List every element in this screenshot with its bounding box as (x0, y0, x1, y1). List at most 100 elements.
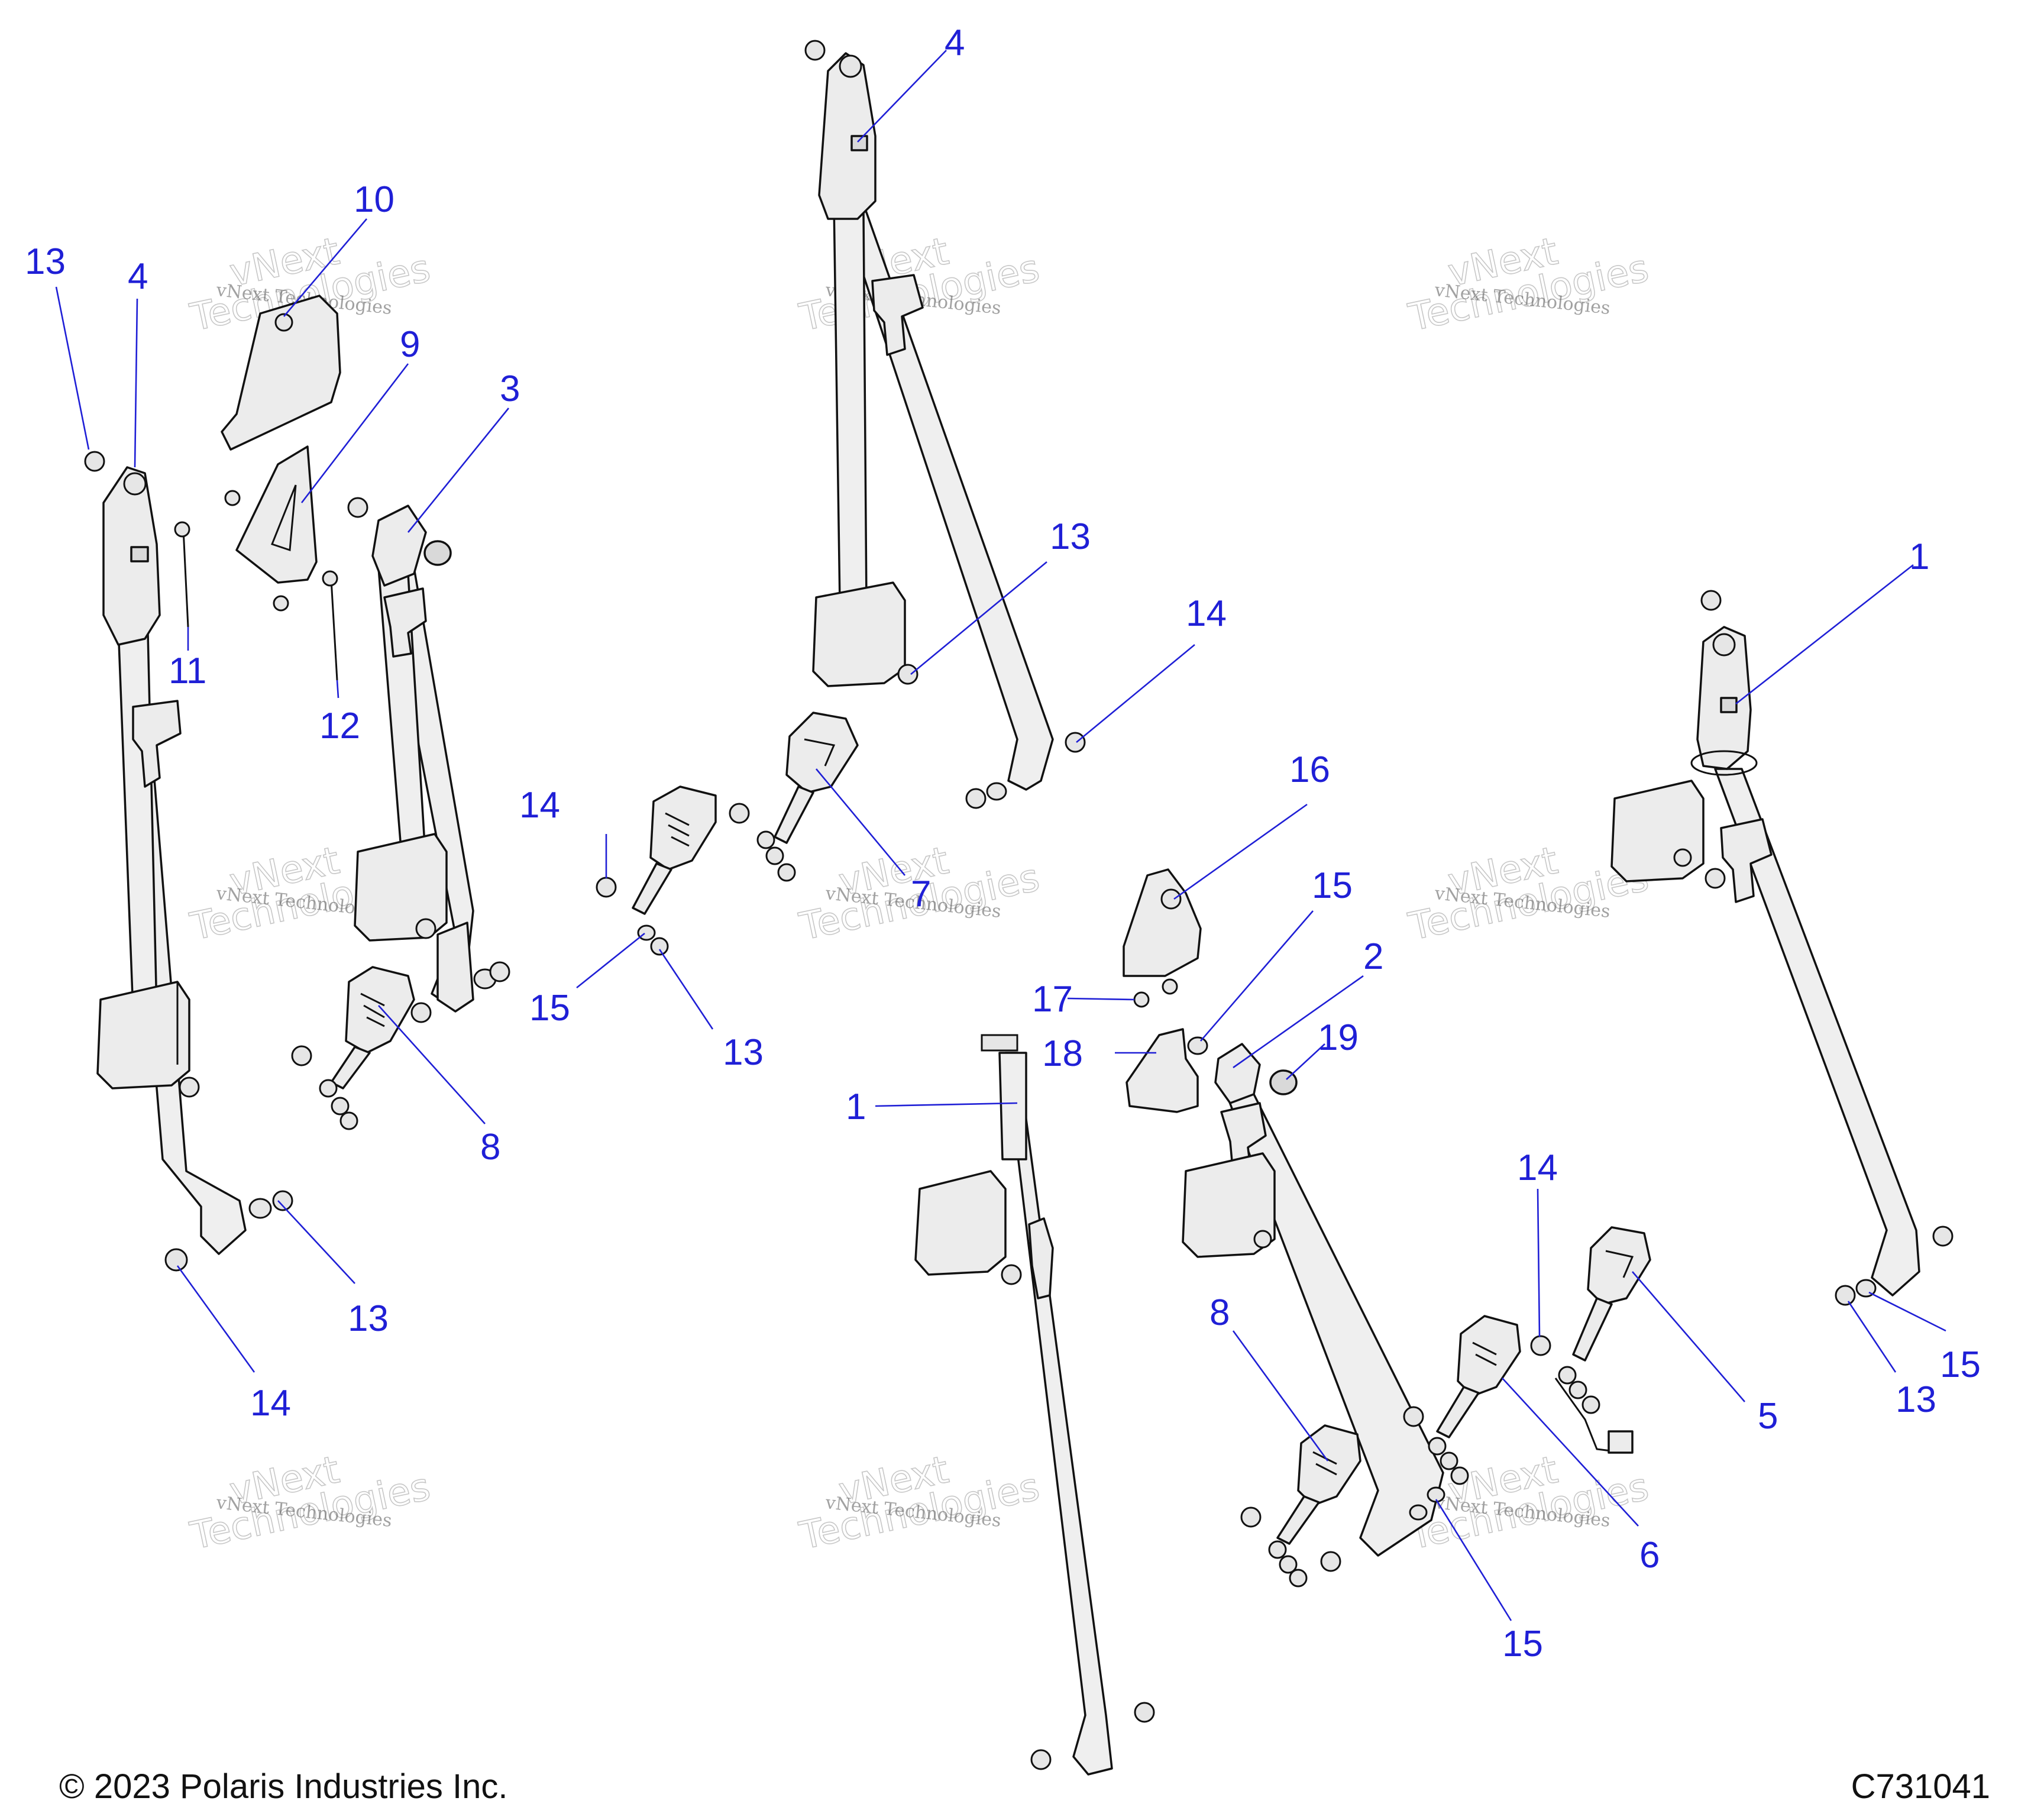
leader-14-top (1076, 644, 1195, 743)
buckle-8-right-stalk (1276, 1495, 1320, 1545)
nut-13 (84, 451, 105, 472)
belt-1-latch (1028, 1217, 1054, 1299)
callout-15: 15 (1940, 1344, 1981, 1385)
callout-5: 5 (1758, 1396, 1778, 1437)
callout-14: 14 (519, 785, 560, 826)
belt-2-assembly (1182, 1043, 1445, 1572)
nut (1001, 1264, 1022, 1285)
screw-12 (330, 579, 338, 681)
nut (777, 863, 796, 882)
washer (765, 846, 784, 865)
bolt (291, 1045, 312, 1066)
center-bracket-assembly (1123, 868, 1208, 1113)
watermark: Technologies vNext (795, 229, 1043, 340)
copyright-text: © 2023 Polaris Industries Inc. (59, 1767, 507, 1806)
cover-16 (1123, 868, 1202, 977)
buckle-5-body (1587, 1226, 1651, 1305)
screw (1162, 978, 1178, 995)
callout-13: 13 (723, 1032, 764, 1073)
buckle-7-stalk (774, 785, 814, 844)
callout-2: 2 (1363, 936, 1383, 977)
leader-14-lower (176, 1265, 256, 1373)
leader-7 (816, 768, 905, 876)
callout-3: 3 (500, 368, 520, 409)
bracket-slot (271, 484, 297, 552)
nut (965, 788, 987, 809)
buckle-ribs (360, 992, 385, 1027)
anchor-bolt (1712, 633, 1736, 657)
leader-19 (1286, 1043, 1325, 1080)
lower-right-buckles (1240, 1226, 1651, 1588)
bolt-14 (1065, 732, 1086, 753)
callout-7: 7 (911, 874, 931, 914)
leader-12 (336, 680, 339, 699)
callout-13: 13 (1896, 1379, 1936, 1420)
callout-15: 15 (1312, 865, 1353, 906)
washer-15 (1409, 1504, 1428, 1521)
belt-2-anchor (1214, 1043, 1261, 1104)
belt-1-right (1610, 590, 1954, 1306)
belt-assembly-3 (347, 497, 510, 1023)
nut (1289, 1569, 1308, 1588)
belt-1-right-webbing (1714, 768, 1920, 1297)
washer (331, 1097, 350, 1116)
callout-14: 14 (1517, 1147, 1558, 1188)
bolt (1320, 1551, 1341, 1572)
belt-1-center (914, 1034, 1155, 1776)
washer (1279, 1555, 1298, 1574)
screw-11-head (174, 521, 190, 538)
bolt (410, 1002, 432, 1023)
bolt (1403, 1406, 1424, 1427)
washer-15 (1187, 1036, 1208, 1055)
washer (1440, 1451, 1458, 1470)
washer (319, 1079, 338, 1098)
cover-hole (1160, 888, 1182, 910)
bolt (981, 1034, 1018, 1052)
left-belt-latch (132, 700, 182, 788)
leader-2 (1233, 975, 1364, 1069)
belt-1-retractor (914, 1170, 1007, 1276)
leader-9 (300, 363, 409, 503)
left-belt-retractor-webbing (117, 626, 158, 1013)
washer (986, 782, 1007, 801)
bracket-cover-hole (274, 313, 293, 332)
callout-15: 15 (1502, 1624, 1543, 1664)
bolt (1030, 1749, 1052, 1770)
callout-15: 15 (529, 988, 570, 1029)
screw-12-head (322, 570, 338, 587)
bolt (1240, 1506, 1262, 1528)
belt-3-anchor (371, 505, 427, 587)
center-buckle-group (596, 712, 859, 956)
callout-18: 18 (1042, 1033, 1083, 1074)
callout-6: 6 (1639, 1535, 1660, 1576)
nut (339, 1111, 358, 1130)
leader-10 (283, 218, 367, 317)
buckle-ribs (1472, 1341, 1497, 1366)
callout-17: 17 (1032, 979, 1073, 1020)
buckle-5-stalk (1572, 1297, 1613, 1362)
callout-16: 16 (1289, 749, 1330, 790)
buckle-8-left (291, 966, 415, 1130)
buckle-7-body (785, 712, 859, 794)
leader-15-center (576, 932, 645, 989)
washer-15 (1855, 1279, 1877, 1298)
leader-1-right (1735, 564, 1914, 705)
bolt-14 (596, 877, 617, 898)
belt-1-right-latch (1720, 818, 1773, 903)
leader-16 (1173, 803, 1308, 900)
callout-13: 13 (25, 241, 66, 282)
washer-15 (1427, 1486, 1445, 1503)
leader-13-center (658, 949, 714, 1030)
callout-14: 14 (1186, 593, 1227, 634)
washer (1268, 1540, 1287, 1559)
nut-13 (650, 937, 669, 956)
washer-13 (248, 1198, 272, 1219)
leader-8 (378, 1005, 486, 1124)
top-belt-retractor (812, 581, 906, 687)
nut (1134, 1702, 1155, 1723)
leader-15-lower (1435, 1499, 1512, 1621)
drawing-number: C731041 (1851, 1767, 1990, 1806)
screw (273, 595, 289, 612)
callout-9: 9 (400, 324, 420, 365)
leader-13 (55, 286, 90, 450)
